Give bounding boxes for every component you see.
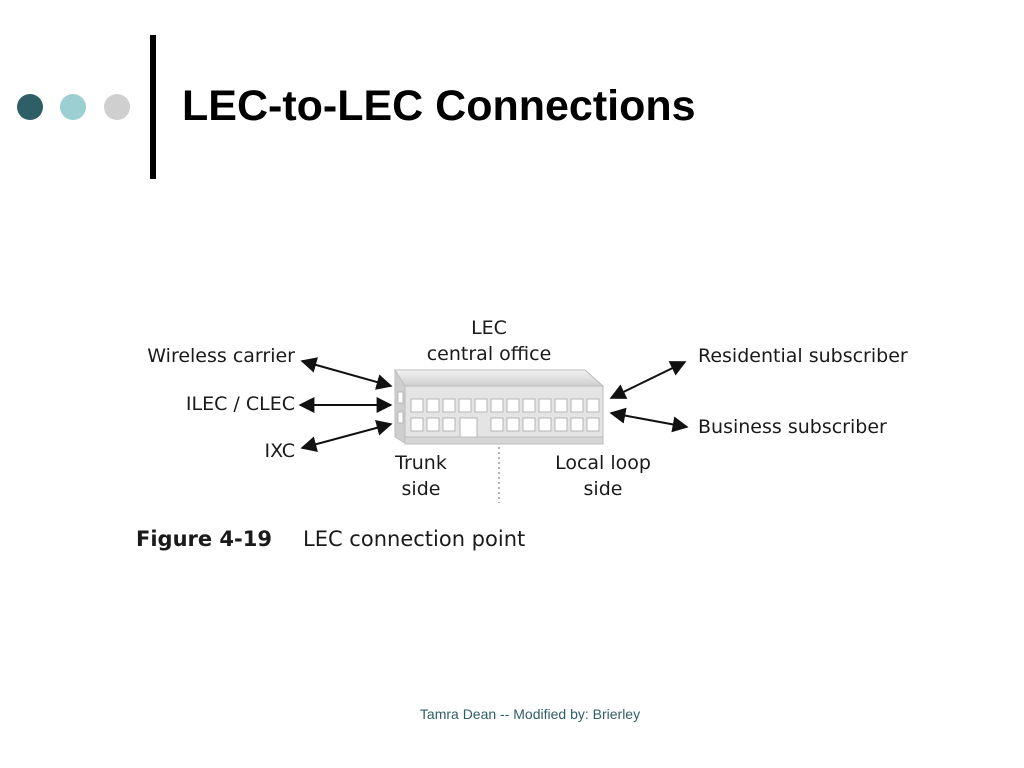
- node-residential-subscriber: Residential subscriber: [698, 345, 908, 367]
- arrow-residential-subscriber: [609, 361, 687, 399]
- decorative-dot-dark: [17, 94, 43, 120]
- arrow-wireless-carrier: [300, 357, 393, 390]
- figure-caption: LEC connection point: [303, 527, 525, 551]
- footer-credit: Tamra Dean -- Modified by: Brierley: [419, 706, 641, 722]
- trunk-side-label-line1: Trunk: [394, 452, 447, 474]
- decorative-dot-teal: [60, 94, 86, 120]
- slide-footer: Tamra Dean -- Modified by: Brierley: [0, 706, 1024, 722]
- central-office-label-line2: central office: [427, 343, 552, 365]
- central-office-label-line1: LEC: [471, 317, 507, 339]
- arrow-business-subscriber: [609, 407, 689, 433]
- decorative-dot-gray: [104, 94, 130, 120]
- node-wireless-carrier: Wireless carrier: [147, 345, 295, 367]
- office-building-icon: [394, 368, 605, 445]
- node-business-subscriber: Business subscriber: [698, 416, 887, 438]
- local-loop-side-label-line1: Local loop: [555, 452, 651, 474]
- figure-number: Figure 4-19: [136, 527, 272, 551]
- node-ilec-clec: ILEC / CLEC: [186, 393, 295, 415]
- arrow-ixc: [300, 420, 393, 452]
- slide-title: LEC-to-LEC Connections: [182, 82, 696, 130]
- local-loop-side-label-line2: side: [584, 478, 623, 500]
- trunk-side-label-line2: side: [402, 478, 441, 500]
- title-divider-bar: [150, 35, 156, 179]
- node-ixc: IXC: [264, 440, 295, 462]
